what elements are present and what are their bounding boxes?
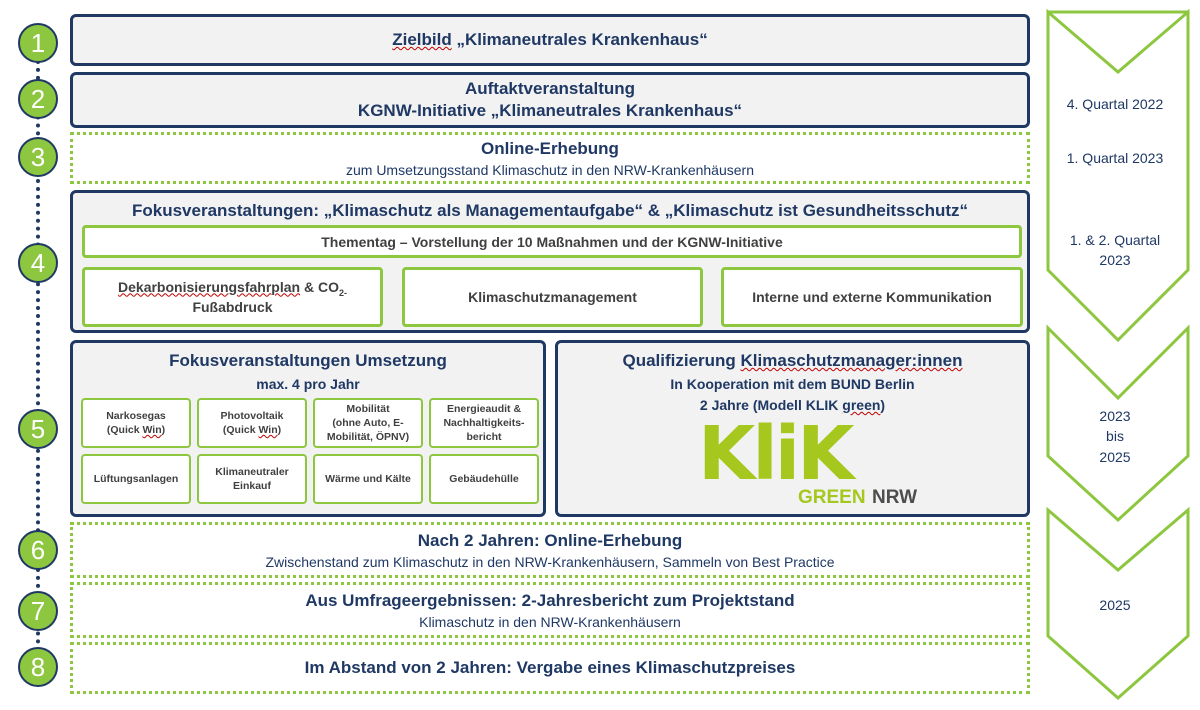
klik-green-nrw-logo: KliK GREEN NRW (698, 411, 928, 511)
step-8-title: Im Abstand von 2 Jahren: Vergabe eines K… (304, 658, 796, 677)
klik-logo-green: GREEN (798, 487, 866, 508)
step-7-title: Aus Umfrageergebnissen: 2-Jahresbericht … (305, 590, 795, 610)
umsetzung-tile-8: Gebäudehülle (429, 454, 539, 504)
step-5-left-subtitle: max. 4 pro Jahr (256, 376, 360, 392)
chevron-3-shape (1046, 324, 1190, 523)
step-number-1: 1 (18, 23, 58, 63)
step-number-2: 2 (18, 79, 58, 119)
step-7-subtitle: Klimaschutz in den NRW-Krankenhäusern (419, 613, 681, 630)
umsetzung-tile-7: Wärme und Kälte (313, 454, 423, 504)
step-3-box: Online-Erhebung zum Umsetzungsstand Klim… (70, 132, 1030, 184)
dekarbonisierung-box: Dekarbonisierungsfahrplan & CO2- Fußabdr… (82, 267, 383, 327)
step-5-left-box: Fokusveranstaltungen Umsetzung max. 4 pr… (70, 340, 546, 517)
klik-logo-wordmark: KliK (698, 411, 854, 497)
step-5-right-box: Qualifizierung Klimaschutzmanager:innen … (555, 340, 1030, 517)
step-3-title: Online-Erhebung (481, 138, 619, 158)
umsetzung-tile-5: Lüftungsanlagen (81, 454, 191, 504)
timeline-label-q1-2023: 1. Quartal 2023 (1066, 150, 1164, 166)
umsetzung-tile-1: Narkosegas(Quick Win) (81, 398, 191, 448)
umsetzung-tile-4: Energieaudit &Nachhaltigkeits-bericht (429, 398, 539, 448)
step-5-right-line3: 2 Jahre (Modell KLIK green) (699, 397, 886, 413)
umsetzung-tile-3: Mobilität(ohne Auto, E-Mobilität, ÖPNV) (313, 398, 423, 448)
step-5-left-title: Fokusveranstaltungen Umsetzung (169, 351, 447, 370)
step-8-box: Im Abstand von 2 Jahren: Vergabe eines K… (70, 642, 1030, 694)
step-7-box: Aus Umfrageergebnissen: 2-Jahresbericht … (70, 582, 1030, 638)
step-number-4: 4 (18, 243, 58, 283)
step-number-7: 7 (18, 591, 58, 631)
step-number-3: 3 (18, 137, 58, 177)
klimaschutzmanagement-box: Klimaschutzmanagement (402, 267, 703, 327)
step-number-6: 6 (18, 530, 58, 570)
step-5-right-line2: In Kooperation mit dem BUND Berlin (670, 376, 915, 392)
kommunikation-box: Interne und externe Kommunikation (721, 267, 1023, 327)
step-2-line1: Auftaktveranstaltung (464, 79, 636, 98)
step-6-title: Nach 2 Jahren: Online-Erhebung (417, 530, 683, 550)
timeline-dotted-line (36, 60, 40, 660)
thementag-box: Thementag – Vorstellung der 10 Maßnahmen… (82, 225, 1022, 258)
step-2-box: Auftaktveranstaltung KGNW-Initiative „Kl… (70, 72, 1030, 128)
step-6-box: Nach 2 Jahren: Online-Erhebung Zwischens… (70, 522, 1030, 578)
step-1-box: Zielbild „Klimaneutrales Krankenhaus“ (70, 14, 1030, 66)
step-4-box: Fokusveranstaltungen: „Klimaschutz als M… (70, 190, 1030, 333)
timeline-chevrons (1046, 8, 1190, 701)
timeline-label-q4-2022: 4. Quartal 2022 (1066, 96, 1164, 112)
chevron-4-shape (1046, 506, 1190, 701)
step-5-right-title: Qualifizierung Klimaschutzmanager:innen (622, 351, 963, 370)
step-number-8: 8 (18, 647, 58, 687)
step-number-5: 5 (18, 409, 58, 449)
step-2-line2: KGNW-Initiative „Klimaneutrales Krankenh… (357, 101, 743, 120)
klik-logo-nrw: NRW (872, 487, 918, 508)
step-4-title: Fokusveranstaltungen: „Klimaschutz als M… (132, 201, 968, 220)
timeline-label-2025: 2025 (1099, 597, 1131, 613)
step-1-title: Zielbild „Klimaneutrales Krankenhaus“ (392, 30, 708, 49)
umsetzung-tile-2: Photovoltaik(Quick Win) (197, 398, 307, 448)
step-6-subtitle: Zwischenstand zum Klimaschutz in den NRW… (265, 553, 835, 570)
chevron-2-shape (1046, 8, 1190, 343)
step-3-subtitle: zum Umsetzungsstand Klimaschutz in den N… (345, 161, 754, 178)
